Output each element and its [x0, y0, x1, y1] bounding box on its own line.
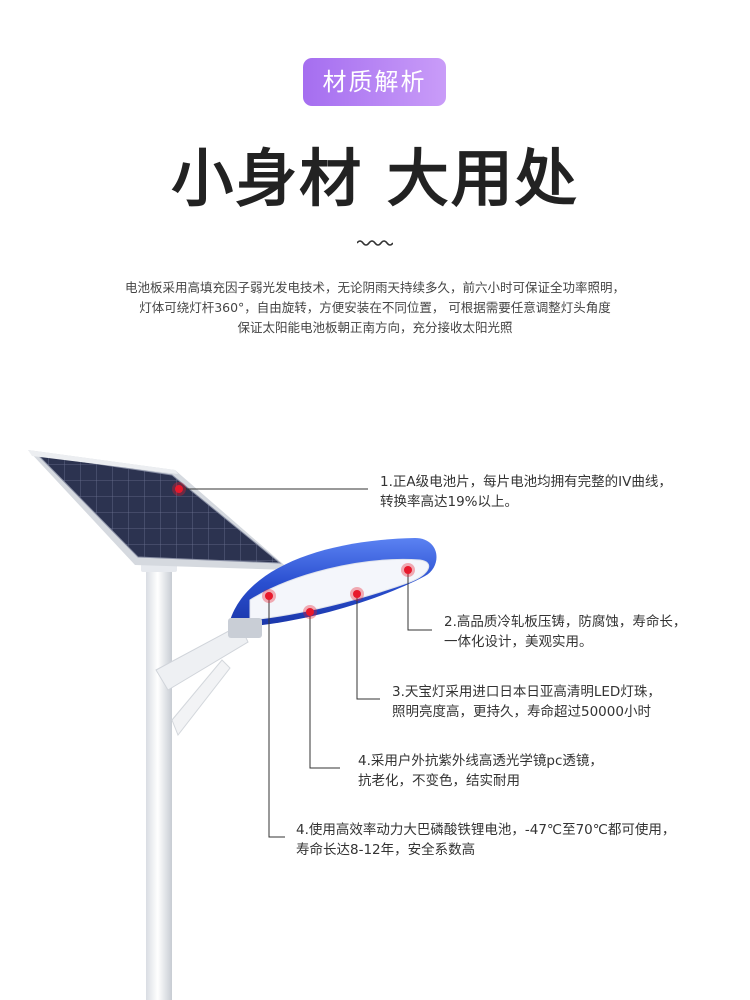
pole [141, 560, 249, 1000]
callout-led-line-2: 照明亮度高，更持久，寿命超过50000小时 [392, 704, 651, 720]
description-line-2: 灯体可绕灯杆360°，自由旋转，方便安装在不同位置， 可根据需要任意调整灯头角度 [139, 300, 611, 315]
callout-housing: 2.高品质冷轧板压铸，防腐蚀，寿命长， 一体化设计，美观实用。 [444, 612, 686, 652]
description: 电池板采用高填充因子弱光发电技术，无论阴雨天持续多久，前六小时可保证全功率照明，… [0, 278, 750, 338]
callout-lens: 4.采用户外抗紫外线高透光学镜pc透镜， 抗老化，不变色，结实耐用 [358, 751, 603, 791]
callout-panel-line-2: 转换率高达19%以上。 [380, 494, 519, 510]
callout-panel: 1.正A级电池片，每片电池均拥有完整的IV曲线， 转换率高达19%以上。 [380, 472, 672, 512]
callout-battery-line-2: 寿命长达8-12年，安全系数高 [296, 842, 476, 858]
callout-housing-line-1: 2.高品质冷轧板压铸，防腐蚀，寿命长， [444, 614, 687, 630]
callout-battery: 4.使用高效率动力大巴磷酸铁锂电池，-47℃至70℃都可使用， 寿命长达8-12… [296, 820, 675, 860]
callout-led-line-1: 3.天宝灯采用进口日本日亚高清明LED灯珠， [392, 684, 661, 700]
leader-lines [179, 488, 432, 838]
description-line-1: 电池板采用高填充因子弱光发电技术，无论阴雨天持续多久，前六小时可保证全功率照明， [124, 280, 625, 295]
callout-housing-line-2: 一体化设计，美观实用。 [444, 634, 593, 650]
callout-lens-line-2: 抗老化，不变色，结实耐用 [358, 773, 520, 789]
wave-divider [357, 240, 393, 246]
callout-battery-line-1: 4.使用高效率动力大巴磷酸铁锂电池，-47℃至70℃都可使用， [296, 822, 676, 838]
solar-panel [28, 450, 290, 570]
page-title: 小身材 大用处 [171, 142, 579, 215]
description-line-3: 保证太阳能电池板朝正南方向，充分接收太阳光照 [237, 320, 513, 335]
callout-panel-line-1: 1.正A级电池片，每片电池均拥有完整的IV曲线， [380, 474, 672, 490]
section-badge: 材质解析 [303, 58, 446, 106]
callout-led: 3.天宝灯采用进口日本日亚高清明LED灯珠， 照明亮度高，更持久，寿命超过500… [392, 682, 661, 722]
callout-lens-line-1: 4.采用户外抗紫外线高透光学镜pc透镜， [358, 753, 603, 769]
marker-dots [172, 482, 415, 619]
